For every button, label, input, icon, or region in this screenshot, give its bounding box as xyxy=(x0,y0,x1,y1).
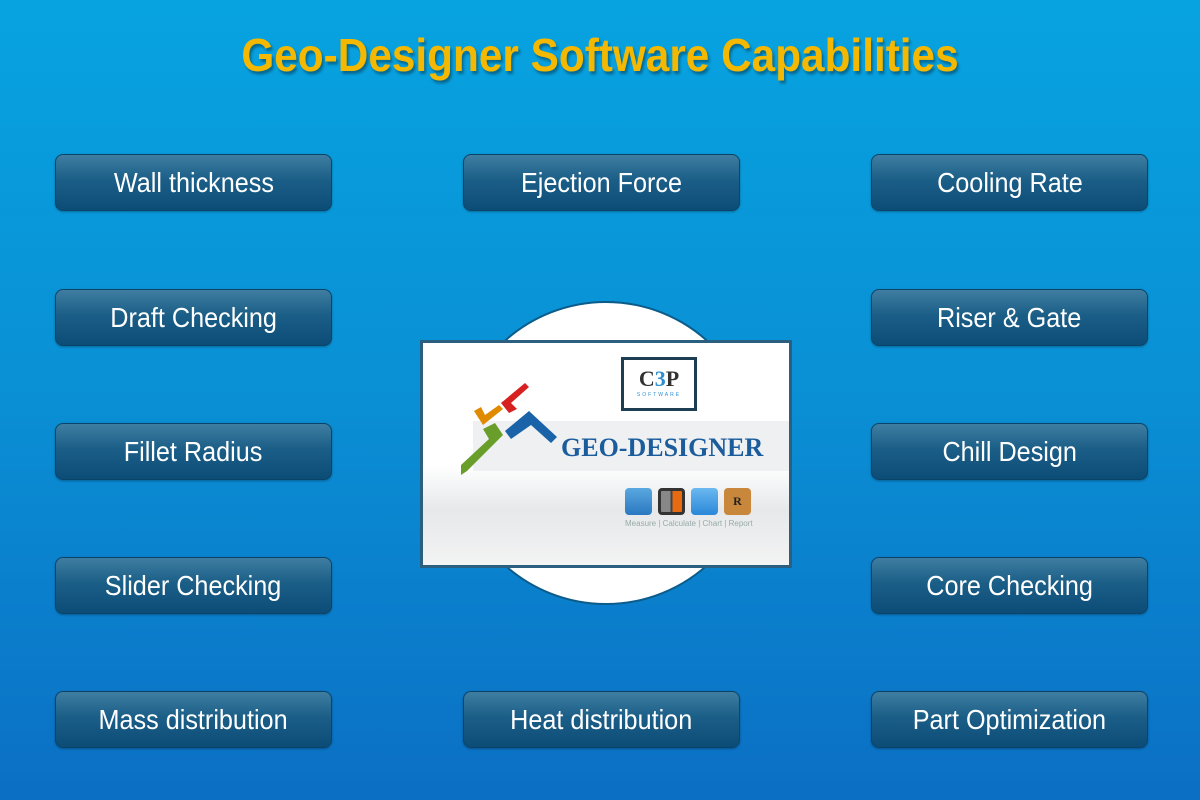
measure-icon xyxy=(625,488,652,515)
riser-gate-button[interactable]: Riser & Gate xyxy=(871,289,1148,346)
wall-thickness-button[interactable]: Wall thickness xyxy=(55,154,332,211)
heat-distribution-button[interactable]: Heat distribution xyxy=(463,691,740,748)
page-title: Geo-Designer Software Capabilities xyxy=(241,29,959,81)
product-name: GEO-DESIGNER xyxy=(561,433,764,462)
report-icon: R xyxy=(724,488,751,515)
part-optimization-button[interactable]: Part Optimization xyxy=(871,691,1148,748)
icon-caption: Measure | Calculate | Chart | Report xyxy=(625,519,753,528)
ejection-force-button[interactable]: Ejection Force xyxy=(463,154,740,211)
c3p-logo: C3P SOFTWARE xyxy=(621,357,697,411)
title-band xyxy=(473,421,789,471)
cooling-rate-button[interactable]: Cooling Rate xyxy=(871,154,1148,211)
draft-checking-button[interactable]: Draft Checking xyxy=(55,289,332,346)
core-checking-button[interactable]: Core Checking xyxy=(871,557,1148,614)
calculate-icon xyxy=(658,488,685,515)
mass-distribution-button[interactable]: Mass distribution xyxy=(55,691,332,748)
chill-design-button[interactable]: Chill Design xyxy=(871,423,1148,480)
slider-checking-button[interactable]: Slider Checking xyxy=(55,557,332,614)
fillet-radius-button[interactable]: Fillet Radius xyxy=(55,423,332,480)
chart-icon xyxy=(691,488,718,515)
geo-designer-logo-icon xyxy=(461,383,557,475)
geo-designer-splash: C3P SOFTWARE GEO-DESIGNER R Measure | Ca… xyxy=(420,340,792,568)
